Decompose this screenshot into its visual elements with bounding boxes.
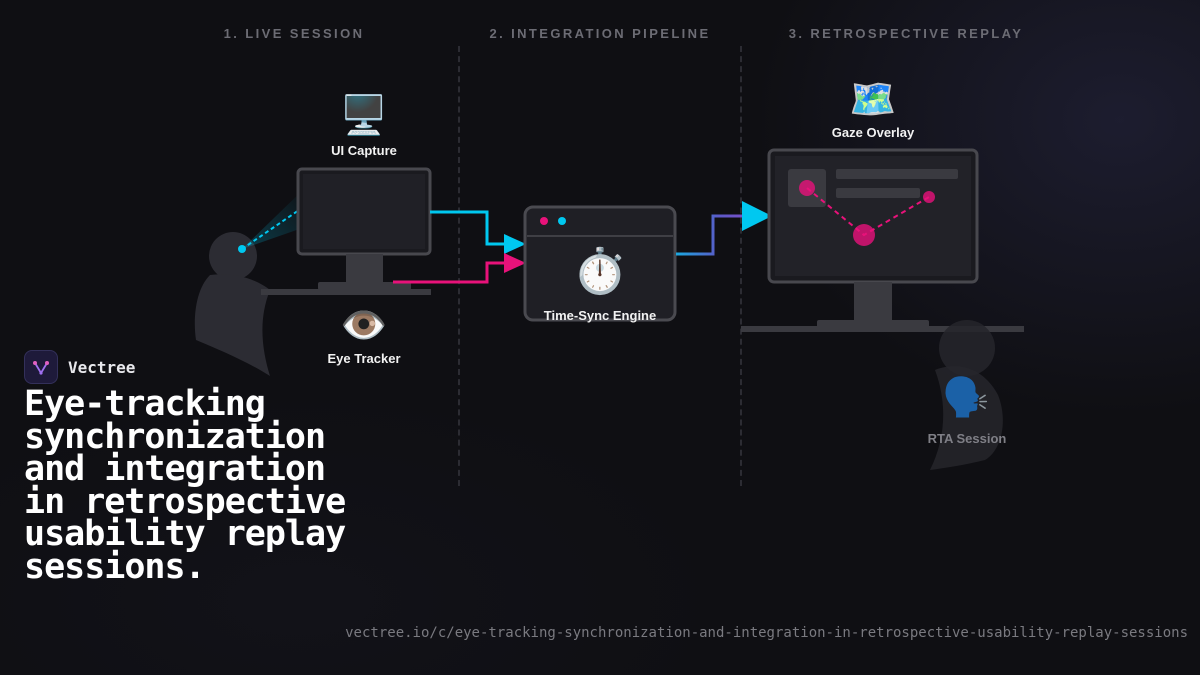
brand-name: Vectree bbox=[68, 357, 136, 377]
page-title: Eye-tracking synchronization and integra… bbox=[24, 384, 346, 587]
speaking-head-icon: 🗣️ bbox=[942, 375, 990, 419]
eye-tracker-label: Eye Tracker bbox=[327, 351, 401, 366]
eye-tracker-connector bbox=[393, 261, 506, 284]
reviewer-silhouette bbox=[930, 320, 1003, 470]
eye-icon: 👁️ bbox=[340, 303, 388, 347]
stage-divider-2 bbox=[740, 46, 742, 486]
gaze-beam bbox=[238, 188, 308, 253]
eye-tracker-arrowhead bbox=[504, 253, 526, 273]
live-monitor bbox=[261, 167, 432, 295]
participant-silhouette bbox=[194, 232, 270, 376]
stopwatch-icon: ⏱️ bbox=[572, 246, 628, 297]
stage-divider-1 bbox=[458, 46, 460, 486]
time-sync-engine-label: Time-Sync Engine bbox=[543, 308, 657, 323]
ui-capture-label: UI Capture bbox=[331, 143, 397, 158]
vectree-logo-icon bbox=[24, 350, 58, 384]
ui-capture-connector bbox=[430, 210, 506, 246]
gaze-overlay-label: Gaze Overlay bbox=[831, 125, 915, 140]
brand: Vectree bbox=[24, 350, 135, 384]
gaze-path-overlay bbox=[799, 180, 935, 246]
stage-label-live-session: 1. LIVE SESSION bbox=[223, 26, 365, 41]
replay-connector bbox=[676, 214, 746, 256]
time-sync-engine-box bbox=[523, 205, 677, 322]
desktop-computer-icon: 🖥️ bbox=[340, 93, 388, 137]
stage-label-integration-pipeline: 2. INTEGRATION PIPELINE bbox=[489, 26, 711, 41]
stage-label-retrospective-replay: 3. RETROSPECTIVE REPLAY bbox=[788, 26, 1024, 41]
rta-session-label: RTA Session bbox=[927, 431, 1007, 446]
replay-monitor bbox=[741, 148, 1024, 332]
world-map-icon: 🗺️ bbox=[849, 77, 897, 121]
page-url[interactable]: vectree.io/c/eye-tracking-synchronizatio… bbox=[345, 625, 1188, 641]
ui-capture-arrowhead bbox=[504, 234, 526, 254]
replay-arrowhead bbox=[742, 201, 772, 231]
